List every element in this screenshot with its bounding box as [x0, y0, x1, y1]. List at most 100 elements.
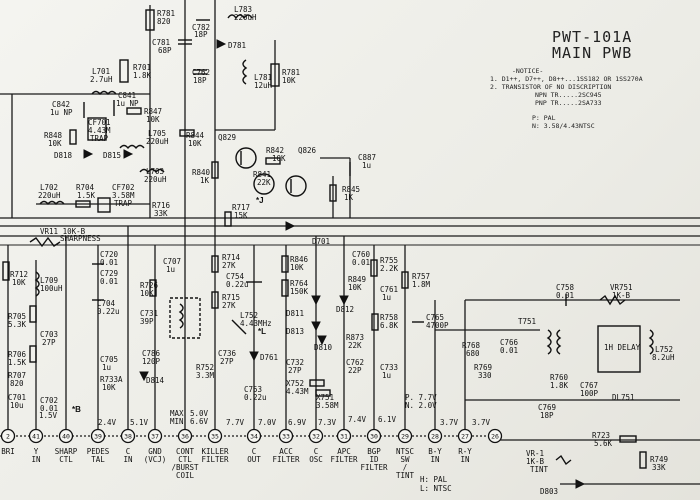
inductor-l705 — [119, 144, 145, 150]
value-r768: 680 — [466, 349, 480, 358]
label-c766: C766 — [500, 338, 519, 347]
text-vr1-tint: TINT — [530, 465, 549, 474]
voltage-pin-26: 3.7V — [472, 418, 491, 427]
ic-pin-label: IN — [123, 455, 132, 464]
label-l701: L701 — [92, 67, 110, 76]
transistor-q826b — [253, 173, 275, 195]
label-c762b: C762 — [346, 358, 364, 367]
label-dl751: DL751 — [612, 393, 635, 402]
mark-l: *L — [258, 327, 266, 336]
resistor-r848 — [69, 129, 77, 145]
inductor-l752b — [648, 329, 654, 355]
ic-pin-27 — [457, 428, 473, 444]
voltage-pin-27: 3.7V — [440, 418, 459, 427]
label-r845: R845 — [342, 185, 360, 194]
ic-pin-label: PEDES — [87, 447, 110, 456]
ic-pin-label: FILTER — [330, 455, 358, 464]
label-r844: R844 — [186, 131, 205, 140]
notice-line-4: PNP TR.....2SA733 — [535, 99, 602, 107]
value-c842: 1u NP — [50, 108, 73, 117]
value-r846: 10K — [290, 263, 304, 272]
resistor-r847 — [126, 107, 142, 115]
resistor-r749 — [639, 451, 647, 469]
label-r701: R701 — [133, 63, 151, 72]
ic-pin-number: 41 — [32, 433, 40, 441]
label-d803: D803 — [540, 487, 558, 496]
label-cf701: CF701 — [88, 118, 111, 127]
label-d810: D810 — [314, 343, 333, 352]
ic-pin-number: 35 — [211, 433, 219, 441]
value-r752: 3.3M — [196, 371, 215, 380]
value-vr751: 1K-B — [612, 291, 631, 300]
ic-pin-label: APC — [337, 447, 351, 456]
value-cf702: 3.58M — [112, 191, 135, 200]
value-r704: 1.5K — [77, 191, 96, 200]
ic-pin-36 — [177, 428, 193, 444]
value-c720: 0.01 — [100, 258, 118, 267]
label-r705: R705 — [8, 312, 26, 321]
resistor-r846 — [281, 255, 289, 273]
value-c887: 1u — [362, 161, 371, 170]
label-d811: D811 — [286, 309, 304, 318]
value-l702: 220uH — [38, 191, 61, 200]
label-c769: C769 — [538, 403, 556, 412]
ic-pin-38 — [120, 428, 136, 444]
label-x751: X751 — [316, 393, 334, 402]
value-l705: 220uH — [146, 137, 169, 146]
label-c707: C707 — [163, 257, 181, 266]
diode-d701 — [285, 221, 296, 231]
value-r717: 15K — [234, 211, 248, 220]
value-r707: 820 — [10, 379, 24, 388]
ic-pin-34 — [246, 428, 262, 444]
value-c729: 0.01 — [100, 277, 118, 286]
label-r707: R707 — [8, 371, 26, 380]
ic-pin-label: IN — [31, 455, 40, 464]
value-c701: 10u — [10, 401, 24, 410]
label-l752b: L752 — [655, 345, 673, 354]
value-c732: 27P — [288, 366, 302, 375]
voltage-pin-30: 7.4V — [348, 415, 367, 424]
label-l702: L702 — [40, 183, 58, 192]
ic-pin-label: TINT — [396, 471, 415, 480]
ic-pin-label: COIL — [176, 471, 195, 480]
diode-d810 — [317, 335, 327, 346]
label-r758: R758 — [380, 313, 399, 322]
label-c758: C758 — [556, 283, 575, 292]
label-r764: R764 — [290, 279, 309, 288]
ic-pin-label: FILTER — [201, 455, 229, 464]
potentiometer-vr11 — [29, 236, 61, 248]
label-vr1: VR-1 — [526, 449, 544, 458]
label-c887: C887 — [358, 153, 376, 162]
value-r705: 5.3K — [8, 320, 27, 329]
inductor-l709 — [34, 271, 40, 297]
ic-pin-label: CTL — [178, 455, 192, 464]
voltage-pin-38: 5.1V — [130, 418, 149, 427]
value-l709: 100uH — [40, 284, 63, 293]
notice-line-3: NPN TR.....2SC945 — [535, 91, 602, 99]
resistor-r842 — [265, 157, 281, 165]
label-c733: C733 — [380, 363, 398, 372]
diode-d818 — [83, 149, 94, 159]
label-r781: R781 — [157, 9, 175, 18]
diode-d812 — [339, 295, 349, 306]
inductor-l781 — [242, 59, 248, 85]
voltage-ntsc: N. 2.0V — [405, 401, 437, 410]
label-r848: R848 — [44, 131, 63, 140]
inductor-l783 — [227, 14, 253, 20]
label-l752: L752 — [240, 311, 258, 320]
coil-adjust-arrow — [231, 319, 247, 335]
value-x751: 3.58M — [316, 401, 339, 410]
value-c707: 1u — [166, 265, 175, 274]
label-q829: Q829 — [218, 133, 236, 142]
resistor-r844 — [179, 129, 195, 137]
ic-pin-31 — [336, 428, 352, 444]
label-r760: R760 — [550, 373, 569, 382]
legend-h-pal: H: PAL — [420, 475, 448, 484]
label-d813: D813 — [286, 327, 304, 336]
voltage-pin-36-max: 5.0V — [190, 409, 209, 418]
label-r714: R714 — [222, 253, 241, 262]
label-l709: L709 — [40, 276, 58, 285]
value-r849: 10K — [348, 283, 362, 292]
value-l781: 12uH — [254, 81, 273, 90]
resistor-r726 — [149, 279, 157, 297]
